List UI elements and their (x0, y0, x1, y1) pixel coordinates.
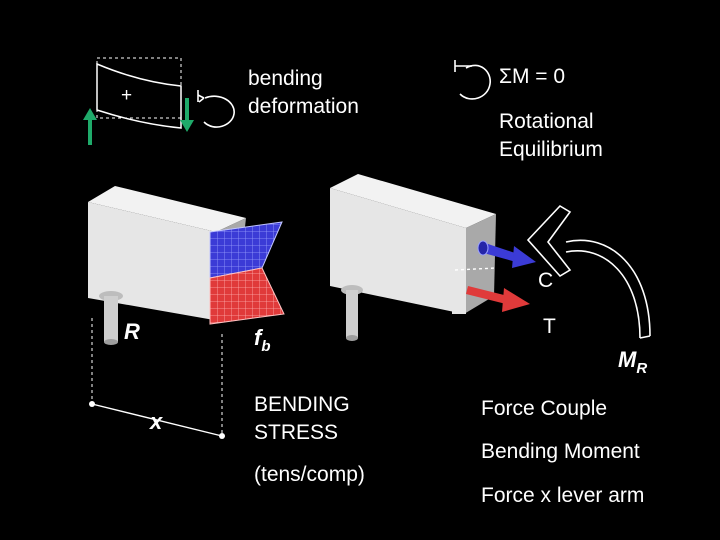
tension-stress-block (209, 267, 285, 325)
reaction-arrow-up-icon (83, 108, 97, 145)
bending-stress-caption-line1: BENDING (254, 393, 350, 416)
rotational-equilibrium-label-line2: Equilibrium (499, 138, 603, 161)
moment-label-letter: M (618, 347, 637, 372)
tension-force-arrow-icon (466, 286, 530, 312)
bending-stress-caption-line2: STRESS (254, 421, 339, 444)
moment-arrow-icon (197, 90, 235, 128)
distance-label: x (150, 409, 163, 434)
right-support-post (341, 285, 363, 341)
rotational-equilibrium-label-line1: Rotational (499, 110, 594, 133)
bending-stress-caption-line3: (tens/comp) (254, 463, 365, 486)
tension-label: T (543, 315, 556, 338)
equilibrium-moment-icon (454, 60, 491, 100)
moment-resistance-label: MR (618, 346, 647, 379)
bending-moment-caption: Bending Moment (481, 440, 640, 463)
left-support-post (99, 291, 123, 345)
right-beam (330, 174, 497, 314)
compression-force-arrow-icon (477, 240, 536, 268)
bending-deformation-label-line2: deformation (248, 95, 359, 118)
moment-label-subscript: R (636, 360, 648, 377)
bending-deformation-label-line1: bending (248, 67, 323, 90)
bending-stress-symbol: fb (254, 324, 271, 357)
force-couple-caption: Force Couple (481, 397, 608, 420)
reaction-label: R (124, 319, 140, 344)
deformed-element (96, 57, 182, 129)
distance-dimension (89, 318, 225, 439)
compression-stress-block (209, 221, 283, 279)
force-lever-arm-caption: Force x lever arm (481, 484, 645, 507)
stress-symbol-letter: f (254, 325, 262, 350)
sum-moments-equation: ΣM = 0 (499, 65, 566, 88)
plus-sign: + (121, 85, 133, 106)
compression-label: C (538, 269, 554, 292)
shear-arrow-down-icon (180, 98, 194, 132)
stress-symbol-subscript: b (261, 338, 271, 355)
applied-moment-arrow-icon (526, 204, 651, 339)
